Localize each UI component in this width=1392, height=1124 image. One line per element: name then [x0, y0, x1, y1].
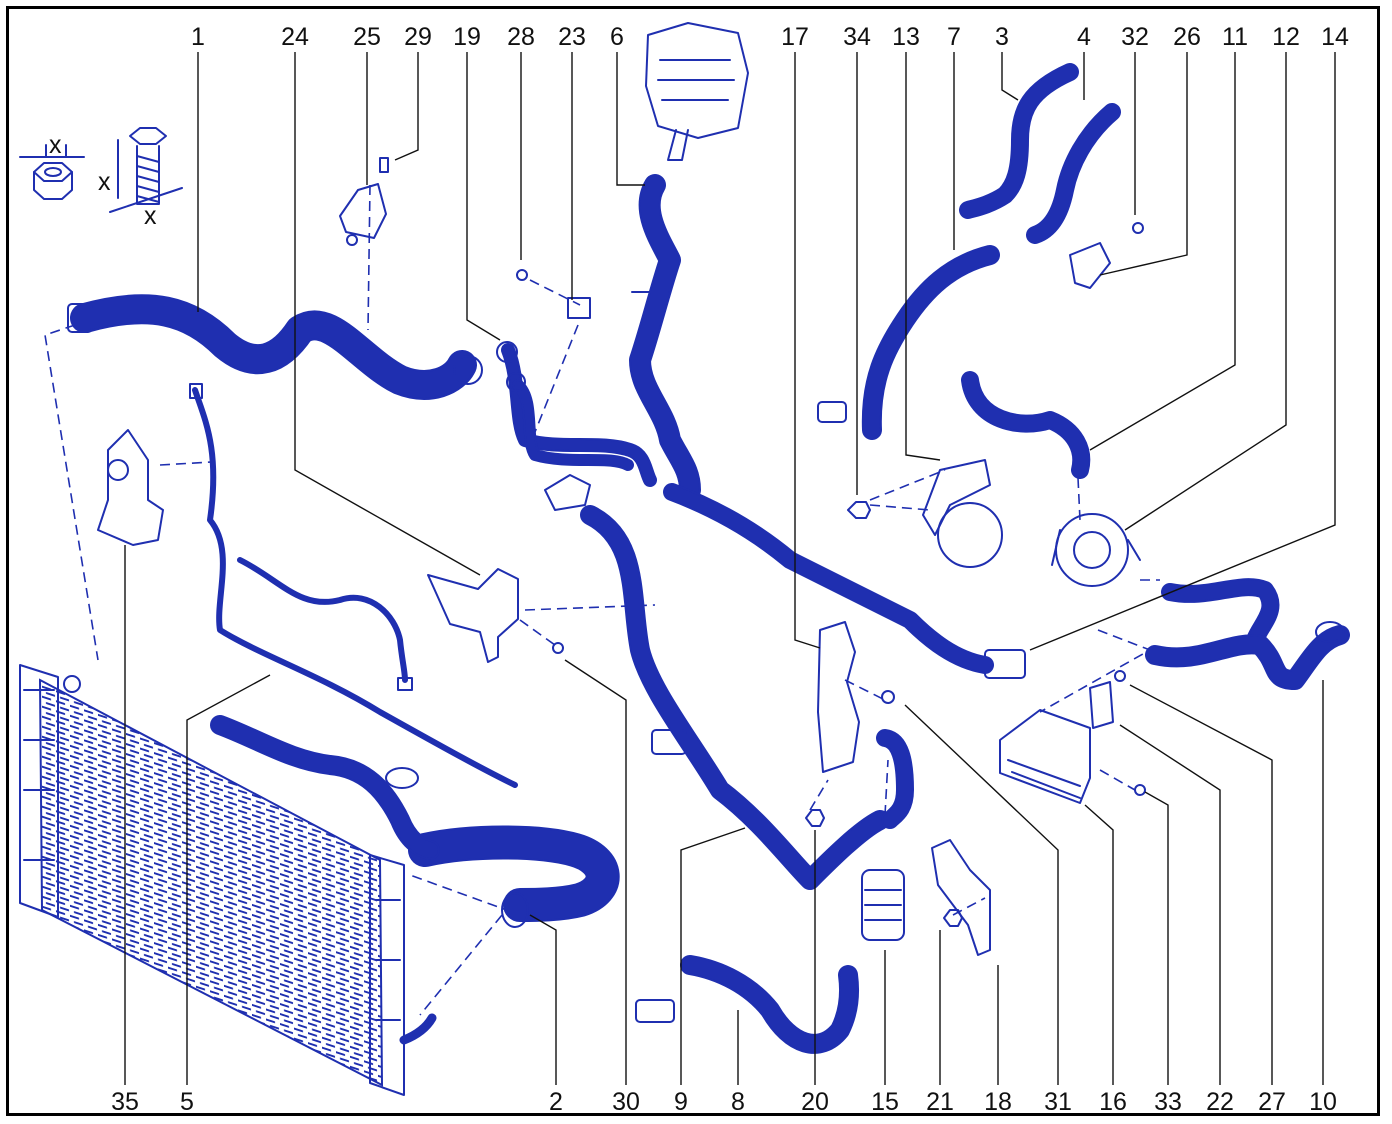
part-9-hose	[544, 474, 890, 890]
leader-lines	[124, 52, 1336, 1085]
callout-19: 19	[453, 23, 481, 51]
bolt-icon	[109, 127, 183, 213]
callout-10: 10	[1309, 1088, 1337, 1116]
part-7-hose	[817, 245, 1000, 440]
callout-32: 32	[1121, 23, 1149, 51]
bolt-x-height: x	[98, 168, 111, 196]
callout-5: 5	[180, 1088, 194, 1116]
callout-25: 25	[353, 23, 381, 51]
part-6-hose	[629, 174, 1026, 679]
nut-icon	[19, 144, 85, 200]
callout-24: 24	[281, 23, 309, 51]
callout-22: 22	[1206, 1088, 1234, 1116]
callout-12: 12	[1272, 23, 1300, 51]
callout-30: 30	[612, 1088, 640, 1116]
part-35-bracket	[97, 429, 164, 546]
callout-11: 11	[1222, 23, 1248, 51]
callouts-bottom: 35 5 2 30 9 8 20 15 21 18 31 16 33 22 27…	[111, 1088, 1337, 1116]
part-25-bracket	[339, 157, 389, 246]
callout-28: 28	[507, 23, 535, 51]
part-18-bracket	[931, 839, 991, 956]
callout-18: 18	[984, 1088, 1012, 1116]
callout-2: 2	[549, 1088, 563, 1116]
callout-20: 20	[801, 1088, 829, 1116]
callout-6: 6	[610, 23, 624, 51]
part-16-control-unit	[999, 709, 1146, 804]
callout-17: 17	[781, 23, 809, 51]
callout-29: 29	[404, 23, 432, 51]
callout-9: 9	[674, 1088, 688, 1116]
part-22-bracket	[1089, 670, 1126, 729]
part-3-hose	[959, 63, 1079, 219]
part-2-lower-hose	[210, 715, 620, 928]
part-24-bracket	[427, 568, 564, 663]
callout-7: 7	[947, 23, 961, 51]
nut-x-label: x	[49, 131, 62, 159]
callout-1: 1	[191, 23, 205, 51]
callout-23: 23	[558, 23, 586, 51]
part-14-hose	[1161, 578, 1280, 649]
part-5-harness	[189, 383, 518, 788]
part-11-hose	[961, 371, 1091, 479]
callout-3: 3	[995, 23, 1009, 51]
part-19-hose-assembly	[496, 269, 657, 487]
callout-34: 34	[843, 23, 871, 51]
callout-8: 8	[731, 1088, 745, 1116]
callout-16: 16	[1099, 1088, 1127, 1116]
expansion-tank	[645, 22, 749, 161]
callout-14: 14	[1321, 23, 1349, 51]
part-15-electric-pump	[861, 729, 914, 941]
part-13-pump-bracket	[847, 459, 1003, 568]
part-10-hose	[1145, 621, 1350, 690]
callouts-top: 1 24 25 29 19 28 23 6 17 34 13 7 3 4 32 …	[191, 23, 1349, 51]
part-12-pump	[1051, 513, 1141, 587]
bolt-x-width: x	[144, 202, 157, 230]
fastener-legend: x x x	[19, 127, 183, 230]
callout-35: 35	[111, 1088, 139, 1116]
callout-27: 27	[1258, 1088, 1286, 1116]
callout-33: 33	[1154, 1088, 1182, 1116]
part-8-hose	[635, 955, 859, 1054]
part-4-hose	[1026, 103, 1144, 289]
part-17-bracket	[805, 621, 895, 827]
callout-21: 21	[926, 1088, 954, 1116]
callout-31: 31	[1044, 1088, 1072, 1116]
callout-15: 15	[871, 1088, 899, 1116]
callout-26: 26	[1173, 23, 1201, 51]
assembly-lines	[44, 184, 1160, 1016]
callout-4: 4	[1077, 23, 1091, 51]
part-1-upper-hose	[67, 294, 483, 400]
callout-13: 13	[892, 23, 920, 51]
